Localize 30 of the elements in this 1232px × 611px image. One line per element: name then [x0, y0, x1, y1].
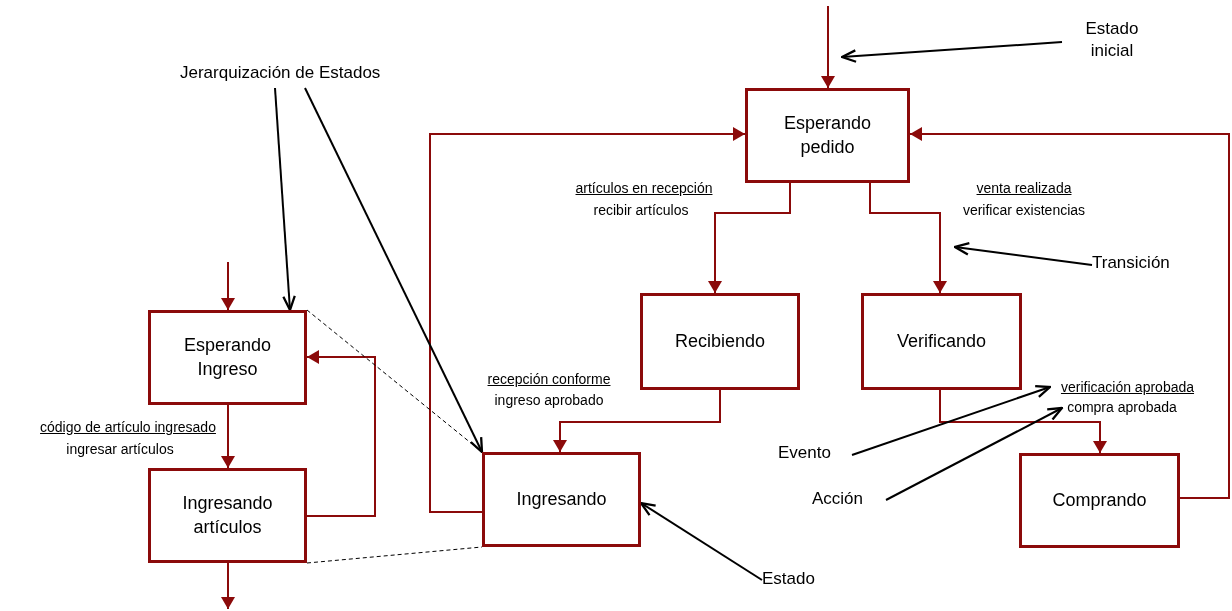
- state-name: Ingresando: [516, 487, 607, 511]
- state-name: Ingresando artículos: [181, 492, 274, 539]
- state-box: [148, 310, 307, 405]
- action-label: ingreso aprobado: [494, 392, 604, 409]
- annotation-text: Acción: [812, 488, 886, 511]
- state-box: [640, 293, 800, 390]
- state-box: [1019, 453, 1180, 548]
- event-label: verificación aprobada: [1050, 378, 1205, 397]
- state-name: Comprando: [1052, 488, 1147, 512]
- state-box: [482, 452, 641, 547]
- state-name: Verificando: [896, 329, 987, 353]
- state-name: Esperando Ingreso: [182, 334, 273, 381]
- event-label: venta realizada: [976, 180, 1072, 197]
- event-label: artículos en recepción: [575, 180, 713, 197]
- state-box: [745, 88, 910, 183]
- action-label: verificar existencias: [962, 202, 1086, 219]
- annotation-text: Estado: [762, 568, 832, 591]
- annotation-text: Transición: [1092, 252, 1202, 275]
- state-name: Recibiendo: [674, 329, 766, 353]
- action-label: recibir artículos: [593, 202, 689, 219]
- state-box: [861, 293, 1022, 390]
- action-label: ingresar artículos: [66, 441, 174, 458]
- event-label: código de artículo ingresado: [40, 419, 216, 436]
- action-label: compra aprobada: [1062, 398, 1182, 417]
- state-box: [148, 468, 307, 563]
- annotation-text: Estado inicial: [1062, 18, 1162, 63]
- event-label: recepción conforme: [487, 371, 611, 388]
- annotation-text: Jerarquización de Estados: [180, 62, 430, 85]
- annotation-text: Evento: [778, 442, 852, 465]
- state-name: Esperando pedido: [782, 112, 873, 159]
